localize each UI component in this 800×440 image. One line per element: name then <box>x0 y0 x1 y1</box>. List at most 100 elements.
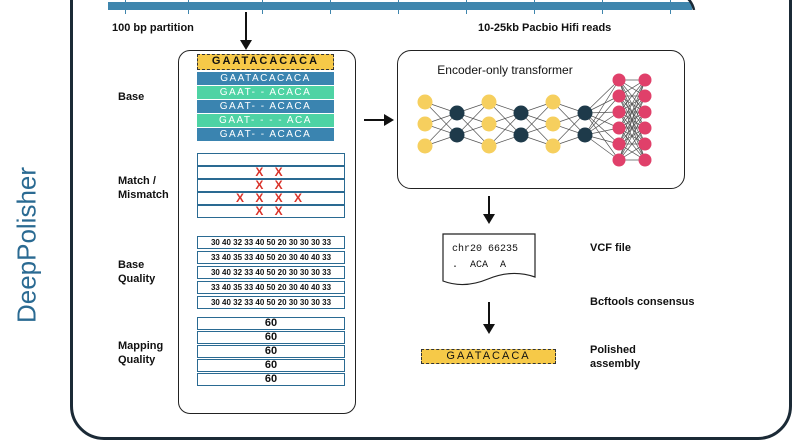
section-label-line: Mismatch <box>118 189 169 201</box>
section-label-line: Base <box>118 259 145 271</box>
transformer-title: Encoder-only transformer <box>437 63 573 77</box>
read-row: GAAT- - ACACA <box>197 128 334 141</box>
mapping-quality-row-text: 60 <box>264 317 278 329</box>
down-arrow-icon <box>483 302 495 334</box>
mismatch-row: X X <box>197 179 345 192</box>
mismatch-row: X X <box>197 166 345 179</box>
mapping-quality-row-text: 60 <box>264 359 278 371</box>
network-edge <box>424 112 458 147</box>
vcf-line-2: . ACA A <box>452 260 507 271</box>
network-node <box>417 94 433 110</box>
genome-tick <box>466 0 467 14</box>
network-node <box>638 153 652 167</box>
reads-label: 10-25kb Pacbio Hifi reads <box>478 22 612 34</box>
bar-end-curve <box>687 0 696 10</box>
section-label-base-quality: Base Quality <box>118 258 155 286</box>
partition-label: 100 bp partition <box>112 22 194 34</box>
section-label-line: Quality <box>118 354 156 366</box>
network-edge <box>552 112 586 147</box>
genome-tick <box>398 0 399 14</box>
base-quality-row-text: 30 40 32 33 40 50 20 30 30 30 33 <box>210 238 332 247</box>
network-edge <box>584 95 620 136</box>
network-edge <box>488 112 522 147</box>
network-node <box>612 73 626 87</box>
section-label-match-mismatch: Match / Mismatch <box>118 174 169 202</box>
network-node <box>449 105 465 121</box>
reference-sequence: GAATACACACA <box>197 54 334 70</box>
diagram-title: DeepPolisher <box>11 166 42 324</box>
network-node <box>638 89 652 103</box>
mapping-quality-row-text: 60 <box>264 331 278 343</box>
network-edge <box>456 101 490 136</box>
polished-label-line: Polished <box>590 344 636 356</box>
network-edge <box>618 95 646 161</box>
vcf-line-1: chr20 66235 <box>452 244 519 255</box>
network-node <box>545 116 561 132</box>
network-node <box>638 121 652 135</box>
transformer-box <box>397 50 685 189</box>
polished-label-line: assembly <box>590 358 641 370</box>
network-node <box>612 89 626 103</box>
genome-tick <box>670 0 671 14</box>
genome-tick <box>534 0 535 14</box>
mismatch-row: X X <box>197 205 345 218</box>
mapping-quality-row: 60 <box>197 345 345 358</box>
mapping-quality-row: 60 <box>197 331 345 344</box>
network-node <box>545 94 561 110</box>
section-label-line: Match / <box>118 175 156 187</box>
network-edge <box>618 79 646 129</box>
genome-tick <box>125 0 126 14</box>
mismatch-row-text: X X X X <box>235 192 307 205</box>
base-quality-row: 30 40 32 33 40 50 20 30 30 30 33 <box>197 236 345 249</box>
read-row: GAAT- - ACACA <box>197 86 334 99</box>
network-node <box>612 153 626 167</box>
network-node <box>577 105 593 121</box>
base-quality-row: 33 40 35 33 40 50 20 30 40 40 33 <box>197 251 345 264</box>
section-label-line: Quality <box>118 273 156 285</box>
network-edge <box>618 111 646 161</box>
vcf-file-label: VCF file <box>590 242 631 254</box>
neural-network-icon <box>417 73 652 167</box>
base-quality-row-text: 30 40 32 33 40 50 20 30 30 30 33 <box>210 298 332 307</box>
network-node <box>481 116 497 132</box>
genome-bar <box>108 2 692 10</box>
network-edge <box>584 112 620 161</box>
network-node <box>417 116 433 132</box>
mapping-quality-row-text: 60 <box>264 345 278 357</box>
section-label-mapping-quality: Mapping Quality <box>118 339 163 367</box>
network-node <box>577 127 593 143</box>
network-node <box>638 137 652 151</box>
base-quality-row: 30 40 32 33 40 50 20 30 30 30 33 <box>197 266 345 279</box>
network-node <box>545 138 561 154</box>
network-node <box>513 105 529 121</box>
right-arrow-icon <box>364 114 394 126</box>
mapping-quality-row: 60 <box>197 359 345 372</box>
mapping-quality-row: 60 <box>197 373 345 386</box>
network-edge <box>584 79 620 114</box>
network-node <box>612 121 626 135</box>
section-label-line: Mapping <box>118 340 164 352</box>
bcftools-label: Bcftools consensus <box>590 296 695 308</box>
network-node <box>612 137 626 151</box>
network-node <box>481 94 497 110</box>
down-arrow-icon <box>240 12 252 50</box>
vcf-document-icon <box>442 233 536 286</box>
network-node <box>612 105 626 119</box>
base-quality-row-text: 30 40 32 33 40 50 20 30 30 30 33 <box>210 268 332 277</box>
base-quality-row-text: 33 40 35 33 40 50 20 30 40 40 33 <box>210 253 332 262</box>
polished-sequence: GAATACACA <box>421 349 556 364</box>
mapping-quality-row-text: 60 <box>264 373 278 385</box>
network-edge <box>618 79 646 145</box>
genome-tick <box>330 0 331 14</box>
network-node <box>513 127 529 143</box>
network-node <box>481 138 497 154</box>
mismatch-row-text: X X <box>255 166 287 179</box>
read-row: GAAT- - - - ACA <box>197 114 334 127</box>
read-row: GAATACACACA <box>197 72 334 85</box>
network-edge <box>618 79 646 113</box>
mismatch-row <box>197 153 345 166</box>
genome-tick <box>262 0 263 14</box>
mismatch-row-text: X X <box>255 179 287 192</box>
mismatch-row: X X X X <box>197 192 345 205</box>
genome-tick <box>188 0 189 14</box>
